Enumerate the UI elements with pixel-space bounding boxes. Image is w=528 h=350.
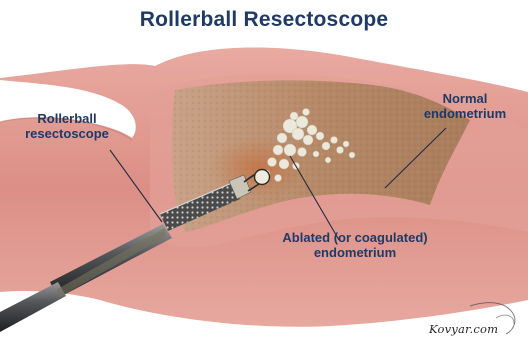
label-normal-endometrium: Normal endometrium [405, 91, 525, 121]
label-ablated-endometrium: Ablated (or coagulated) endometrium [255, 230, 455, 260]
watermark: Kovyar.com [429, 322, 498, 336]
page-title: Rollerball Resectoscope [0, 8, 528, 32]
label-rollerball-resectoscope: Rollerball resectoscope [10, 111, 124, 141]
